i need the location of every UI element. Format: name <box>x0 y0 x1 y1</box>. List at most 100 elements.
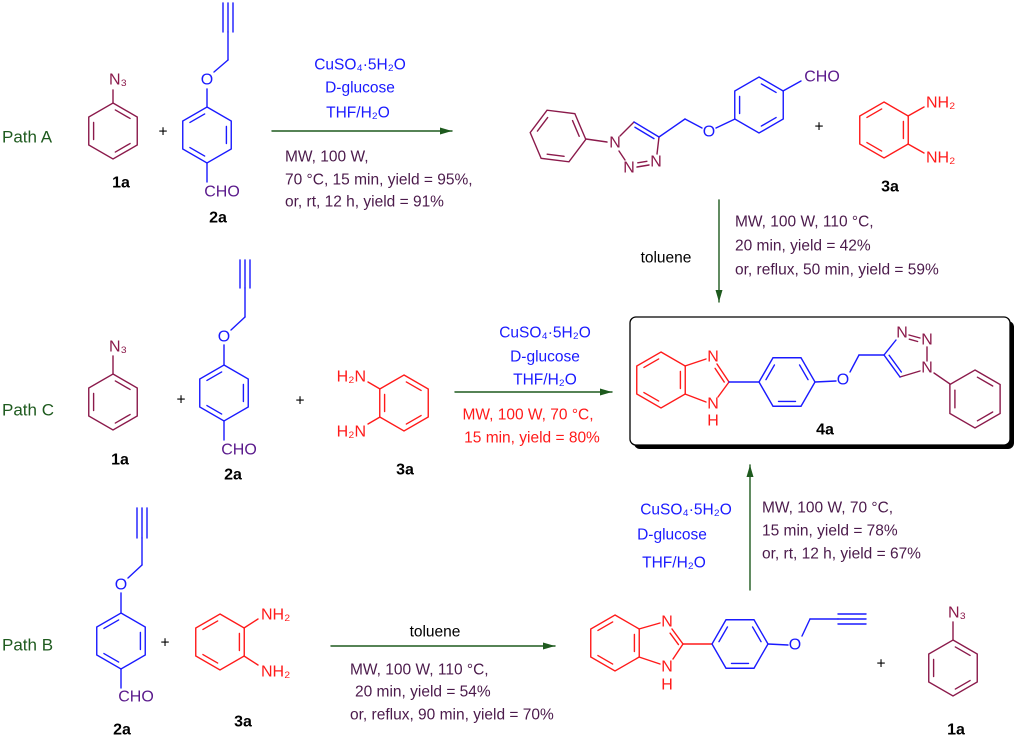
bond <box>213 59 229 73</box>
aromatic-double-bond <box>189 146 206 157</box>
benzene-ring <box>379 374 429 432</box>
aromatic-double-bond <box>206 404 223 415</box>
benzene-ring <box>88 373 138 431</box>
reaction-arrow-head <box>715 290 723 302</box>
double-bond <box>888 354 903 373</box>
benzene-ring <box>182 106 232 164</box>
aldehyde-group: CHO <box>221 442 257 459</box>
ether-oxygen: O <box>218 329 230 346</box>
bond <box>767 643 789 646</box>
triazole-n3: N <box>650 154 662 171</box>
bond <box>243 655 259 666</box>
bond <box>638 622 661 630</box>
bond <box>243 618 259 629</box>
condition-line: MW, 100 W, 70 °C, <box>462 407 593 424</box>
aromatic-double-bond <box>954 679 971 690</box>
condition-line: MW, 100 W, 110 °C, <box>350 662 489 679</box>
benzene-ring <box>590 614 640 672</box>
imidazole-h: H <box>707 413 719 430</box>
aromatic-double-bond <box>597 621 614 632</box>
aromatic-double-bond <box>718 626 729 643</box>
ether-oxygen: O <box>789 637 801 654</box>
reagent-solvent: THF/H₂O <box>642 555 706 572</box>
bond <box>367 416 381 425</box>
amine-group: H₂N <box>337 369 366 386</box>
aromatic-double-bond <box>765 364 776 381</box>
path-a-label: Path A <box>2 128 53 147</box>
aromatic-double-bond <box>189 113 206 124</box>
aromatic-double-bond <box>643 358 660 369</box>
double-bond <box>633 121 660 138</box>
aromatic-double-bond <box>976 411 994 422</box>
benzene-ring <box>711 619 769 669</box>
aldehyde-group: CHO <box>204 184 240 201</box>
bond <box>801 618 811 637</box>
ether-oxygen: O <box>115 577 127 594</box>
aromatic-double-bond <box>866 108 883 119</box>
reagent-solvent: THF/H₂O <box>513 372 577 389</box>
plus-sign: + <box>176 392 185 409</box>
double-bond <box>671 628 684 645</box>
aromatic-double-bond <box>571 119 580 137</box>
reaction-arrow-head <box>543 642 555 650</box>
imidazole-h: H <box>661 677 673 694</box>
bond <box>658 118 686 138</box>
compound-label-2a: 2a <box>209 210 227 227</box>
aromatic-double-bond <box>760 116 777 127</box>
reagent-catalyst: CuSO₄·5H₂O <box>499 325 591 342</box>
imidazole-n: N <box>707 349 719 366</box>
bond <box>684 358 707 367</box>
condition-line: 15 min, yield = 80% <box>464 430 600 447</box>
aromatic-double-bond <box>954 646 971 657</box>
amine-group: NH₂ <box>261 607 290 624</box>
reagent-catalyst: CuSO₄·5H₂O <box>314 57 406 74</box>
reagent-reductant: D-glucose <box>637 527 707 544</box>
compound-label-2a: 2a <box>113 722 131 739</box>
bond <box>907 106 925 117</box>
compound-label-3a: 3a <box>396 462 414 479</box>
compound-label-1a: 1a <box>112 175 130 192</box>
compound-label-3a: 3a <box>234 714 252 731</box>
double-bond <box>637 160 648 164</box>
condition-line: 20 min, yield = 42% <box>735 238 871 255</box>
aromatic-double-bond <box>976 376 994 387</box>
condition-line: MW, 100 W, <box>285 149 369 166</box>
aromatic-double-bond <box>114 142 131 153</box>
benzene-ring <box>88 102 138 160</box>
bond <box>127 564 143 579</box>
plus-sign: + <box>295 393 304 410</box>
bond <box>585 138 608 143</box>
condition-line: or, reflux, 90 min, yield = 70% <box>350 707 554 724</box>
product-box <box>629 316 1011 446</box>
aromatic-double-bond <box>103 652 120 663</box>
double-bond <box>908 338 919 343</box>
condition-line: MW, 100 W, 70 °C, <box>762 500 893 517</box>
triazole-n2: N <box>921 332 933 349</box>
double-bond <box>634 126 655 140</box>
aromatic-double-bond <box>103 619 120 630</box>
compound-label-1a: 1a <box>947 722 965 739</box>
azide-group: N₃ <box>109 72 127 89</box>
benzene-ring <box>529 109 587 163</box>
aromatic-double-bond <box>798 364 809 381</box>
bond <box>883 339 897 356</box>
reagent-catalyst: CuSO₄·5H₂O <box>640 502 732 519</box>
benzene-ring <box>859 101 909 159</box>
plus-sign: + <box>160 635 169 652</box>
compound-label-1a: 1a <box>111 452 129 469</box>
reaction-arrow-head <box>746 465 754 477</box>
triazole-n1: N <box>921 360 933 377</box>
plus-sign: + <box>158 124 167 141</box>
aromatic-double-bond <box>405 414 422 425</box>
solvent-label: toluene <box>410 624 461 641</box>
benzene-ring <box>195 613 245 671</box>
triazole-n2: N <box>623 160 635 177</box>
bond <box>618 150 626 161</box>
aromatic-double-bond <box>206 371 223 382</box>
aromatic-double-bond <box>202 653 219 664</box>
bond <box>230 316 246 331</box>
bond <box>656 136 660 155</box>
aromatic-double-bond <box>760 83 777 94</box>
bond <box>717 381 730 398</box>
compound-label-4a: 4a <box>816 422 834 439</box>
